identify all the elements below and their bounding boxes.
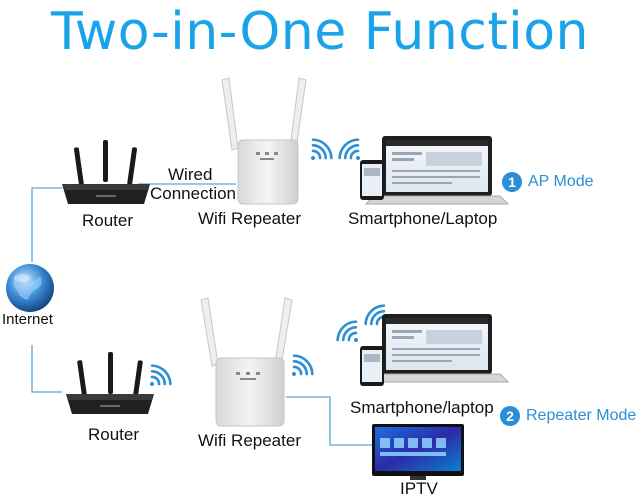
repeater-bottom-label: Wifi Repeater <box>198 431 301 450</box>
wifi-signal-icon <box>150 138 386 386</box>
repeater-top-label: Wifi Repeater <box>198 209 301 228</box>
repeater-to-iptv-line <box>286 396 372 446</box>
laptop-phone-top-icon <box>360 136 510 205</box>
router-top-icon <box>62 140 150 204</box>
tv-icon <box>372 424 464 480</box>
client-bottom-label: Smartphone/laptop <box>350 398 494 417</box>
repeater-top-icon <box>221 77 307 205</box>
mode-number-2: 2 <box>500 406 520 426</box>
internet-to-router-bottom-line <box>31 345 62 393</box>
wired-label: Wired <box>168 165 213 184</box>
router-top-label: Router <box>82 211 134 230</box>
client-top-label: Smartphone/Laptop <box>348 209 498 228</box>
ap-mode-badge: 1 AP Mode <box>502 172 594 192</box>
router-bottom-icon <box>66 352 154 414</box>
internet-to-router-top-line <box>31 187 62 262</box>
iptv-label: IPTV <box>400 479 438 498</box>
globe-icon <box>6 264 54 312</box>
repeater-bottom-icon <box>200 297 293 427</box>
connection-label: Connection <box>150 184 237 203</box>
laptop-phone-bottom-icon <box>360 314 510 386</box>
mode-number-1: 1 <box>502 172 522 192</box>
repeater-mode-label: Repeater Mode <box>526 407 637 424</box>
internet-label: Internet <box>2 311 53 328</box>
repeater-mode-badge: 2 Repeater Mode <box>500 406 636 426</box>
connection-lines <box>31 183 372 446</box>
ap-mode-label: AP Mode <box>528 173 594 190</box>
router-bottom-label: Router <box>88 425 140 444</box>
page-title: Two-in-One Function <box>51 2 589 62</box>
